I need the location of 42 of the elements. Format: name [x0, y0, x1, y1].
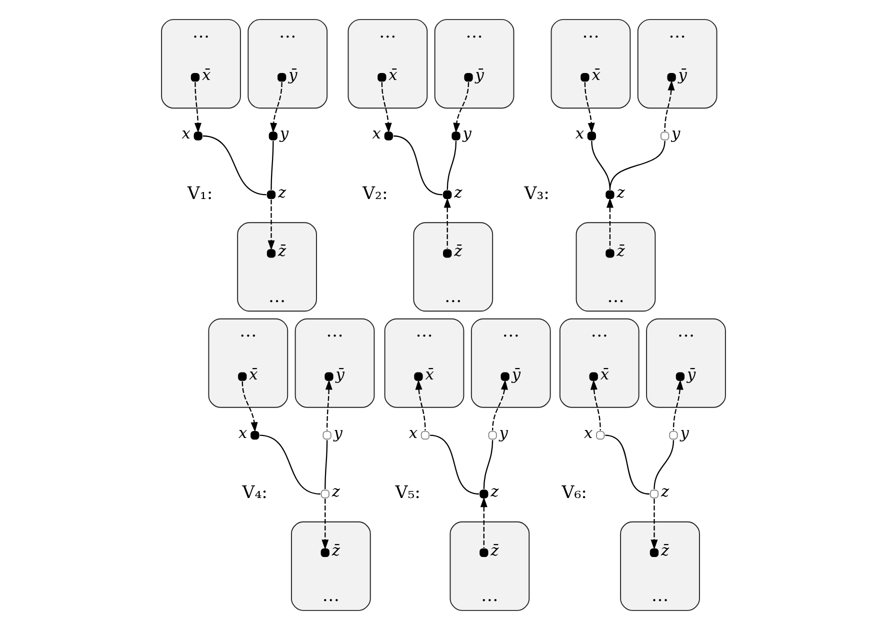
node-label: ȳ	[678, 66, 686, 84]
node-label: z̄	[454, 242, 462, 260]
node-label: x	[574, 124, 584, 143]
node-label: z̄	[331, 541, 340, 560]
node-label: y	[680, 424, 688, 442]
node-label: y	[671, 124, 680, 143]
node-label: z	[490, 482, 498, 501]
node-label: ȳ	[511, 365, 520, 384]
node-label: x	[583, 424, 592, 442]
node-label: z	[454, 183, 462, 202]
node-label: x̄	[248, 365, 258, 384]
node-label: z̄	[616, 242, 624, 260]
node-label: z̄	[277, 242, 286, 260]
node-label: x̄	[591, 66, 600, 84]
label: V₁:	[186, 184, 212, 204]
node-label: x̄	[388, 66, 397, 84]
label: V₆:	[561, 483, 587, 504]
node-label: ȳ	[686, 365, 696, 384]
node-label: z	[277, 183, 286, 202]
node-label: ȳ	[288, 66, 297, 84]
label: V₅:	[394, 483, 420, 504]
label: V₃:	[524, 184, 549, 204]
node-label: z	[331, 482, 340, 501]
node-label: x	[238, 424, 247, 442]
node-label: x̄	[600, 365, 609, 384]
node-label: y	[333, 424, 342, 442]
node-label: ȳ	[335, 365, 344, 384]
label: V₄:	[242, 483, 268, 504]
label: V₂:	[362, 184, 388, 204]
node-label: z̄	[660, 541, 669, 560]
node-label: x	[181, 124, 190, 143]
node-label: ȳ	[474, 66, 484, 84]
node-label: x	[408, 424, 418, 442]
node-label: x̄	[201, 66, 210, 84]
node-label: x	[372, 124, 380, 143]
node-label: x̄	[424, 365, 434, 384]
node-label: z	[660, 482, 669, 501]
node-label: z̄	[490, 541, 498, 560]
node-label: y	[462, 124, 471, 143]
node-label: z	[616, 183, 624, 202]
node-label: y	[498, 424, 508, 442]
node-label: y	[279, 124, 288, 143]
